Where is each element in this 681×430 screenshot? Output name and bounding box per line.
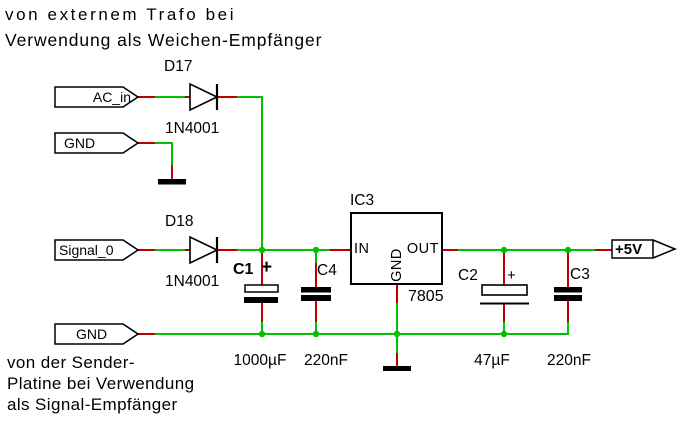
diode-d18-symbol (189, 235, 219, 265)
d18-value: 1N4001 (165, 273, 220, 290)
ground-symbol-top (158, 179, 186, 185)
junction-dots (258, 246, 572, 338)
junction-dot (500, 246, 508, 254)
gnd-top-flag (54, 132, 140, 154)
c3-plate-top (554, 287, 582, 293)
c1-value: 1000µF (233, 352, 287, 369)
c2-plus-plate (481, 284, 528, 296)
title-note-line2: Verwendung als Weichen-Empfänger (5, 30, 323, 50)
junction-dot (564, 246, 572, 254)
c2-name: C2 (458, 267, 478, 284)
ac-in-flag (54, 86, 140, 108)
gnd-top-label: GND (64, 135, 96, 151)
capacitor-symbols (244, 284, 582, 305)
ic3-body-outline (350, 212, 443, 285)
diode-d18-triangle (189, 235, 219, 265)
title-note-line1: von externem Trafo bei (5, 5, 237, 24)
c4-plate-top (301, 287, 331, 293)
capacitor-c1-symbol (244, 284, 279, 303)
signal-flag (54, 239, 140, 261)
c1-name: C1 (233, 261, 254, 278)
capacitor-c3-symbol (554, 287, 582, 301)
pin-stubs (138, 96, 612, 366)
d18-name: D18 (165, 213, 194, 230)
c1-polarity-plus: + (261, 257, 273, 278)
footer-note-line2: Platine bei Verwendung (7, 374, 195, 393)
ac-in-label: AC_in (92, 89, 131, 105)
footer-note-line3: als Signal-Empfänger (7, 395, 178, 414)
plus5v-label: +5V (615, 241, 643, 258)
c3-plate-bottom (554, 295, 582, 301)
junction-dot (500, 330, 508, 338)
diode-d17-triangle (189, 82, 219, 112)
c2-value: 47µF (474, 352, 510, 369)
footer-note-line1: von der Sender- (7, 353, 135, 372)
capacitor-c4-symbol (301, 287, 331, 301)
d17-value: 1N4001 (165, 120, 220, 137)
diode-d17-symbol (189, 82, 219, 112)
c1-minus-plate (244, 297, 278, 303)
capacitor-c2-symbol (480, 284, 529, 305)
ic3-value: 7805 (408, 288, 444, 305)
junction-dot (393, 330, 401, 338)
net-wires (155, 96, 595, 353)
d17-name: D17 (164, 58, 193, 75)
c3-value: 220nF (547, 352, 591, 369)
plus5v-flag (611, 239, 677, 259)
c4-value: 220nF (304, 352, 348, 369)
net-gnd-top (155, 142, 173, 165)
c2-polarity-plus: + (507, 267, 516, 284)
ic3-name: IC3 (350, 192, 375, 209)
diode-symbols (189, 82, 219, 265)
c4-name: C4 (317, 262, 337, 279)
signal-label: Signal_0 (59, 242, 114, 258)
ic3-pin-in-label: IN (354, 241, 370, 257)
junction-dot (312, 330, 320, 338)
c3-name: C3 (570, 266, 590, 283)
connector-flags (54, 86, 677, 345)
ic3-pin-gnd-label: GND (389, 248, 405, 282)
c4-plate-bottom (301, 295, 331, 301)
junction-dot (312, 246, 320, 254)
ground-symbol-bottom (383, 366, 411, 371)
c1-plus-plate (244, 284, 279, 293)
gnd-bottom-flag (54, 323, 140, 345)
gnd-bottom-label: GND (76, 326, 108, 342)
net-ground-rail (155, 322, 569, 335)
net-d17-to-junction (237, 96, 263, 250)
junction-dot (258, 330, 266, 338)
junction-dot (258, 246, 266, 254)
plus5v-flag-box (611, 239, 654, 259)
ic3-pin-out-label: OUT (406, 241, 439, 257)
plus5v-flag-point (652, 239, 677, 259)
